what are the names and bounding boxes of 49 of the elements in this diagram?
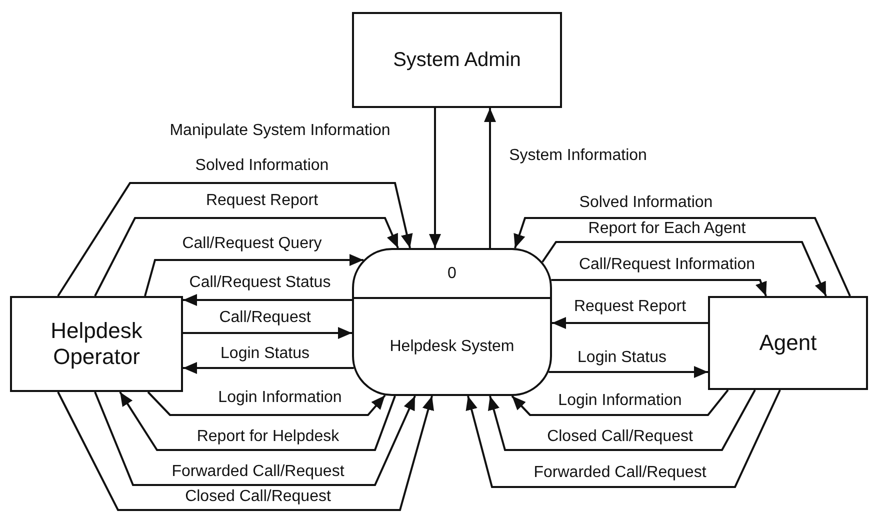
flow-arrow [94, 392, 416, 486]
edge-label: Solved Information [195, 157, 329, 175]
process-name: Helpdesk System [390, 336, 514, 356]
flow-arrow [542, 241, 827, 296]
entity-box [10, 296, 183, 392]
edge-label: Call/Request Query [182, 235, 322, 253]
edge-label: Login Information [558, 392, 682, 410]
flow-arrow [514, 217, 851, 296]
edge-label: Call/Request [219, 309, 311, 327]
edge-label: Closed Call/Request [547, 428, 693, 446]
flow-arrow [147, 391, 386, 416]
flow-arrow [551, 279, 767, 296]
edge-label: Call/Request Status [189, 274, 331, 292]
entity-name: Helpdesk Operator [50, 318, 144, 370]
process-number: 0 [448, 264, 456, 284]
flow-arrow [484, 108, 496, 248]
flow-arrow [183, 362, 354, 374]
flow-arrow [429, 108, 441, 248]
flow-arrow [552, 317, 708, 329]
flow-arrow [57, 182, 413, 297]
edge-label: Login Information [218, 389, 342, 407]
entity-box [352, 12, 562, 108]
flow-arrow [57, 392, 434, 511]
flow-arrow [119, 391, 396, 451]
edge-label: Solved Information [579, 194, 713, 212]
flow-arrow [548, 366, 708, 378]
flow-arrow [183, 294, 352, 306]
flow-arrow [511, 389, 729, 416]
flow-arrow [144, 254, 364, 296]
edge-label: Call/Request Information [578, 256, 756, 274]
edge-label: Request Report [206, 192, 318, 210]
process-box [352, 248, 552, 396]
edge-label: Forwarded Call/Request [172, 463, 344, 481]
edge-label: Login Status [220, 345, 310, 363]
entity-box [708, 296, 868, 390]
flow-arrow [183, 327, 352, 339]
edge-label: Report for Each Agent [588, 220, 746, 238]
entity-name: Agent [759, 330, 817, 356]
flow-arrow [488, 390, 756, 451]
edge-label: Request Report [574, 298, 686, 316]
entity-name: System Admin [393, 48, 521, 72]
edge-label: Login Status [578, 349, 666, 367]
edge-label: Manipulate System Information [170, 122, 390, 140]
flow-arrow [466, 390, 781, 488]
edge-label: Forwarded Call/Request [534, 464, 706, 482]
edge-label: System Information [509, 147, 647, 165]
edge-label: Report for Helpdesk [196, 428, 340, 446]
edge-label: Closed Call/Request [185, 488, 331, 506]
flow-arrow [94, 217, 399, 296]
